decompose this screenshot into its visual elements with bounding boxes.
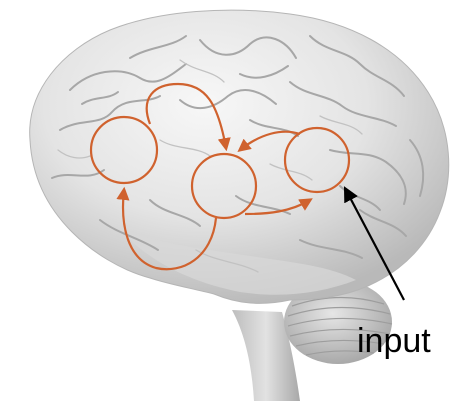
- input-label: input: [357, 321, 431, 361]
